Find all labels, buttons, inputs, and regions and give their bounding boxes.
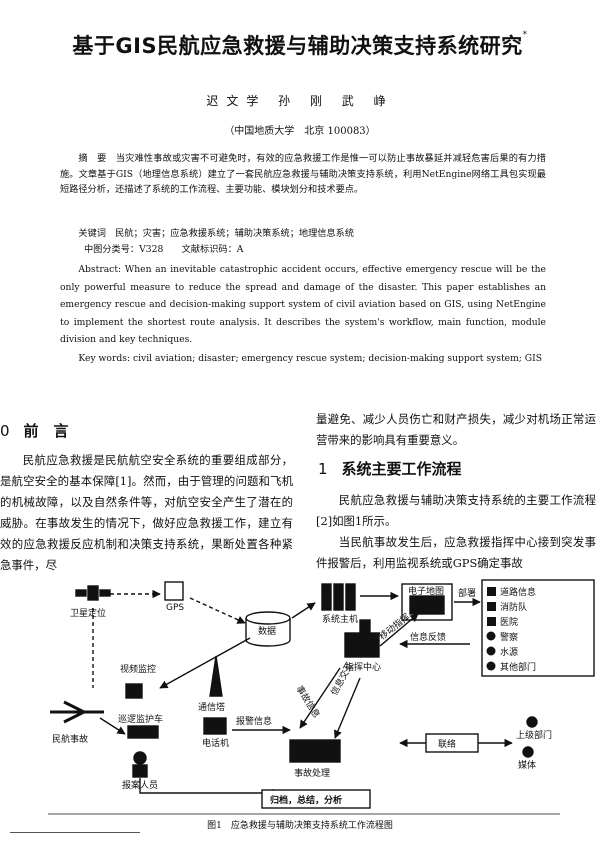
affiliation: （中国地质大学 北京 100083） bbox=[224, 126, 376, 137]
accident-handling-icon bbox=[289, 739, 341, 763]
communication-tower-icon bbox=[209, 655, 223, 697]
department-icons bbox=[486, 587, 496, 671]
label-superior: 上级部门 bbox=[516, 729, 552, 741]
label-summary: 归档，总结，分析 bbox=[270, 794, 342, 806]
label-feedback: 信息反馈 bbox=[410, 631, 446, 643]
dept-item: 水源 bbox=[500, 646, 518, 658]
reporter-icon bbox=[132, 751, 148, 778]
server-icon bbox=[321, 583, 356, 611]
label-patrol: 巡逻监护车 bbox=[118, 713, 163, 725]
abstract-english: Abstract: When an inevitable catastrophi… bbox=[60, 264, 546, 345]
section-title: 系统主要工作流程 bbox=[341, 460, 462, 478]
label-gps: GPS bbox=[166, 603, 184, 613]
title-text: 基于GIS民航应急救援与辅助决策支持系统研究 bbox=[72, 34, 523, 58]
label-satellite: 卫星定位 bbox=[70, 607, 106, 619]
keywords-chinese: 关键词 民航；灾害；应急救援系统；辅助决策系统；地理信息系统 bbox=[78, 228, 355, 239]
dept-item: 医院 bbox=[500, 616, 518, 628]
workflow-figure: 卫星定位 GPS 数据 系统主机 电子地图 部署 移动指挥 信息反馈 指挥中心 … bbox=[48, 579, 595, 815]
gps-icon bbox=[164, 581, 184, 601]
label-phone: 电话机 bbox=[202, 737, 229, 749]
electronic-map-icon bbox=[401, 583, 453, 621]
section-heading-0: 0 前 言 bbox=[0, 420, 69, 441]
airplane-icon bbox=[50, 700, 104, 724]
label-video: 视频监控 bbox=[120, 663, 156, 675]
label-alarm: 报警信息 bbox=[236, 715, 272, 727]
classification-line: 中图分类号：V328 文献标识码：A bbox=[84, 244, 244, 255]
label-mobile-command: 移动指挥 bbox=[376, 611, 412, 643]
departments-box bbox=[481, 579, 595, 677]
footnote-rule bbox=[10, 832, 140, 833]
section-number: 1 bbox=[318, 460, 328, 478]
label-liaison: 联络 bbox=[438, 738, 456, 750]
section-title: 前 言 bbox=[23, 422, 69, 440]
keywords-english: Key words: civil aviation; disaster; eme… bbox=[78, 353, 543, 364]
label-reporter: 报案人员 bbox=[122, 779, 158, 791]
satellite-icon bbox=[75, 585, 111, 601]
video-camera-icon bbox=[125, 683, 143, 699]
patrol-car-icon bbox=[127, 725, 159, 739]
label-accident: 民航事故 bbox=[52, 733, 88, 745]
paragraph-workflow-2: 当民航事故发生后，应急救援指挥中心接到突发事件报警后，利用监视系统或GPS确定事… bbox=[316, 535, 596, 570]
paragraph-intro-cont: 量避免、减少人员伤亡和财产损失，减少对机场正常运营带来的影响具有重要意义。 bbox=[316, 412, 596, 447]
label-deploy: 部署 bbox=[458, 587, 476, 599]
section-number: 0 bbox=[0, 422, 10, 440]
phone-icon bbox=[203, 717, 227, 735]
dept-item: 其他部门 bbox=[500, 661, 536, 673]
label-emap: 电子地图 bbox=[408, 585, 444, 597]
label-server: 系统主机 bbox=[322, 613, 358, 625]
summary-box bbox=[261, 789, 371, 809]
paragraph-intro: 民航应急救援是民航航空安全系统的重要组成部分，是航空安全的基本保障[1]。然而，… bbox=[0, 453, 293, 572]
label-database: 数据 bbox=[258, 625, 276, 637]
command-center-icon bbox=[344, 619, 380, 658]
superior-department-icon bbox=[526, 716, 538, 728]
database-icon bbox=[245, 611, 291, 647]
label-media: 媒体 bbox=[518, 759, 536, 771]
paper-title: 基于GIS民航应急救援与辅助决策支持系统研究* bbox=[0, 30, 600, 60]
figure-caption: 图1 应急救援与辅助决策支持系统工作流程图 bbox=[207, 821, 393, 831]
label-command-center: 指挥中心 bbox=[345, 661, 381, 673]
label-comm-tower: 通信塔 bbox=[198, 701, 225, 713]
paragraph-workflow: 民航应急救援与辅助决策支持系统的主要工作流程[2]如图1所示。 bbox=[316, 493, 596, 528]
dept-item: 警察 bbox=[500, 631, 518, 643]
authors: 迟文学 孙 刚 武 峥 bbox=[206, 94, 394, 108]
section-heading-1: 1 系统主要工作流程 bbox=[318, 458, 462, 479]
title-footnote-mark: * bbox=[522, 30, 528, 40]
media-icon bbox=[522, 746, 534, 758]
dept-item: 消防队 bbox=[500, 601, 527, 613]
abstract-chinese: 摘 要 当灾难性事故或灾害不可避免时，有效的应急救援工作是惟一可以防止事故暴延并… bbox=[60, 153, 546, 195]
dept-item: 道路信息 bbox=[500, 586, 536, 598]
label-handling: 事故处理 bbox=[294, 767, 330, 779]
